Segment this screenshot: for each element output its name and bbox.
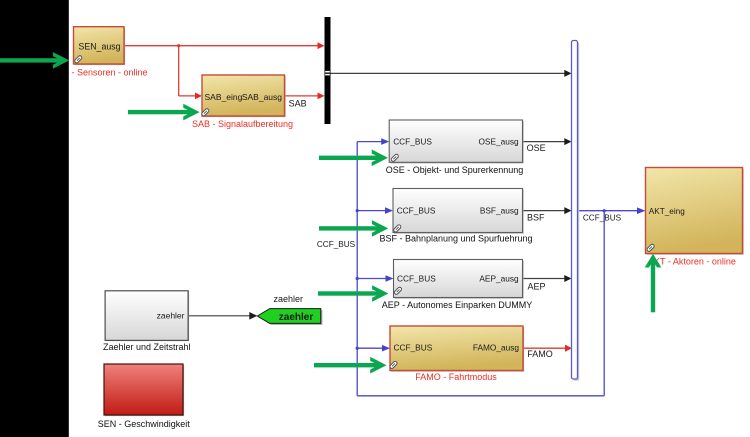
svg-text:zaehler: zaehler bbox=[274, 294, 304, 304]
svg-text:SAB - Signalaufbereitung: SAB - Signalaufbereitung bbox=[192, 119, 293, 129]
svg-text:AEP - Autonomes Einparken DUMM: AEP - Autonomes Einparken DUMMY bbox=[382, 300, 532, 310]
svg-text:CCF_BUS: CCF_BUS bbox=[394, 343, 433, 353]
svg-text:SAB: SAB bbox=[289, 99, 307, 109]
svg-text:CCF_BUS: CCF_BUS bbox=[393, 137, 432, 147]
svg-text:FAMO - Fahrtmodus: FAMO - Fahrtmodus bbox=[415, 372, 497, 382]
svg-text:zaehler: zaehler bbox=[279, 312, 314, 323]
svg-text:AKT_eing: AKT_eing bbox=[649, 207, 685, 216]
svg-text:AEP: AEP bbox=[528, 282, 546, 292]
svg-text:BSF: BSF bbox=[527, 213, 545, 223]
svg-text:SEN_ausg: SEN_ausg bbox=[78, 41, 120, 51]
svg-text:CCF_BUS: CCF_BUS bbox=[583, 214, 622, 223]
svg-text:AEP_ausg: AEP_ausg bbox=[479, 273, 519, 283]
svg-text:SAB_ausg: SAB_ausg bbox=[242, 92, 282, 102]
svg-text:- Sensoren - online: - Sensoren - online bbox=[72, 67, 148, 77]
svg-text:FAMO: FAMO bbox=[527, 349, 553, 359]
svg-text:FAMO_ausg: FAMO_ausg bbox=[473, 343, 520, 353]
svg-text:SAB_eing: SAB_eing bbox=[205, 92, 243, 102]
svg-text:OSE - Objekt- und Spurerkennun: OSE - Objekt- und Spurerkennung bbox=[386, 165, 524, 175]
svg-text:zaehler: zaehler bbox=[157, 311, 185, 321]
svg-text:SEN - Geschwindigkeit: SEN - Geschwindigkeit bbox=[98, 419, 191, 429]
svg-text:OSE_ausg: OSE_ausg bbox=[478, 137, 519, 147]
svg-text:AKT - Aktoren - online: AKT - Aktoren - online bbox=[648, 256, 736, 266]
svg-text:CCF_BUS: CCF_BUS bbox=[397, 206, 436, 216]
svg-text:BSF - Bahnplanung und Spurfueh: BSF - Bahnplanung und Spurfuehrung bbox=[379, 234, 532, 244]
svg-text:CCF_BUS: CCF_BUS bbox=[397, 273, 436, 283]
svg-text:CCF_BUS: CCF_BUS bbox=[317, 240, 356, 249]
svg-text:OSE: OSE bbox=[527, 143, 546, 153]
svg-text:BSF_ausg: BSF_ausg bbox=[480, 206, 519, 216]
svg-text:Zaehler und Zeitstrahl: Zaehler und Zeitstrahl bbox=[103, 342, 191, 352]
